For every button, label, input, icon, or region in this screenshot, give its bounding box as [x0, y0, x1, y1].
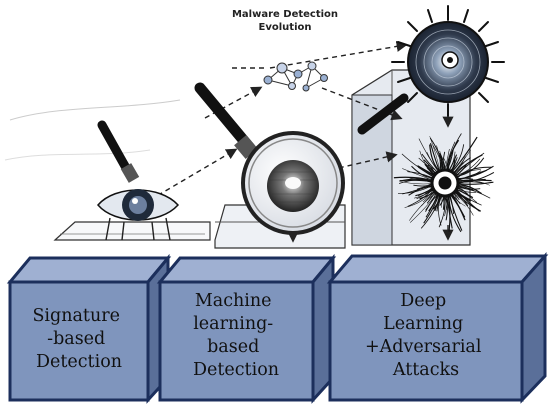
stage-label-line: Deep [400, 291, 446, 311]
burst-strand [449, 195, 463, 231]
stage-label-deep-learning: Deep Learning +Adversarial Attacks [365, 291, 487, 380]
burst-strand [415, 187, 433, 197]
burst-strand [452, 136, 478, 172]
burst-strand [399, 181, 432, 185]
burst-strand [451, 157, 458, 172]
burst-strand [444, 148, 450, 170]
burst-strand [448, 154, 458, 170]
diagram-title: Malware Detection Evolution [232, 9, 338, 33]
burst-strand [444, 196, 448, 221]
burst-strand [429, 143, 440, 171]
burst-strand [450, 195, 466, 218]
burst-strand [407, 188, 433, 207]
burst-strand [454, 157, 471, 174]
burst-strand [446, 139, 460, 170]
stage-label-line: Detection [193, 360, 279, 380]
stage-label-line: Machine [195, 291, 272, 311]
burst-strand [413, 183, 432, 187]
stage-label-line: Detection [36, 352, 122, 372]
magnifier-ball-icon [194, 82, 345, 235]
burst-strand [456, 158, 481, 176]
virus-sphere-icon [357, 5, 505, 135]
stage-label-signature: Signature -based Detection [32, 306, 125, 372]
burst-strand [458, 184, 482, 195]
stage-label-line: learning- [193, 314, 273, 334]
burst-strand [458, 169, 487, 181]
burst-strand [429, 137, 444, 170]
burst-strand [428, 194, 438, 212]
burst-strand [434, 195, 440, 212]
burst-strand [454, 193, 474, 216]
title-line-1: Malware Detection [232, 9, 338, 20]
stage-label-line: Attacks [392, 360, 459, 380]
burst-strand [429, 144, 440, 171]
burst-strand [401, 153, 434, 176]
burst-strand [397, 185, 432, 195]
burst-strand [419, 150, 436, 174]
burst-strand [439, 152, 446, 170]
burst-strand [424, 163, 435, 175]
burst-strand [455, 191, 472, 201]
burst-strand [458, 186, 475, 192]
stage-label-line: +Adversarial [365, 337, 482, 357]
burst-strand [416, 188, 433, 200]
network-nodes-icon [263, 61, 328, 92]
burst-strand [448, 133, 462, 170]
burst-strand [418, 138, 439, 172]
burst-strand [420, 195, 441, 229]
stage-label-line: Signature [32, 306, 120, 326]
radial-burst-icon [393, 133, 495, 233]
burst-strand [421, 153, 438, 172]
stage-label-line: based [207, 337, 259, 357]
burst-strand [393, 176, 432, 182]
stage-box-machine-learning: Machine learning- based Detection [156, 253, 337, 404]
burst-strand [458, 181, 494, 185]
burst-strand [458, 187, 491, 199]
burst-strand [423, 195, 439, 224]
burst-strand [454, 162, 465, 174]
burst-strand [453, 149, 471, 173]
burst-strand [404, 190, 434, 208]
burst-strand [421, 191, 435, 207]
title-line-2: Evolution [259, 22, 312, 33]
burst-strand [458, 178, 486, 184]
burst-strand [425, 193, 437, 211]
stage-label-line: Learning [383, 314, 463, 334]
stage-box-signature: Signature -based Detection [6, 253, 172, 404]
burst-strand [438, 196, 446, 228]
burst-strand [432, 195, 441, 210]
burst-strand [457, 169, 481, 178]
eye-magnifier-icon [97, 120, 180, 241]
stage-box-deep-learning: Deep Learning +Adversarial Attacks [326, 252, 549, 404]
stage-label-line: -based [47, 329, 105, 349]
burst-strand [438, 196, 443, 226]
burst-strand [409, 177, 432, 182]
burst-strand [454, 192, 469, 207]
burst-strand [411, 165, 433, 178]
burst-strand [457, 189, 478, 203]
burst-strand [456, 152, 485, 176]
stage-label-machine-learning: Machine learning- based Detection [193, 291, 279, 380]
burst-strand [446, 141, 456, 170]
